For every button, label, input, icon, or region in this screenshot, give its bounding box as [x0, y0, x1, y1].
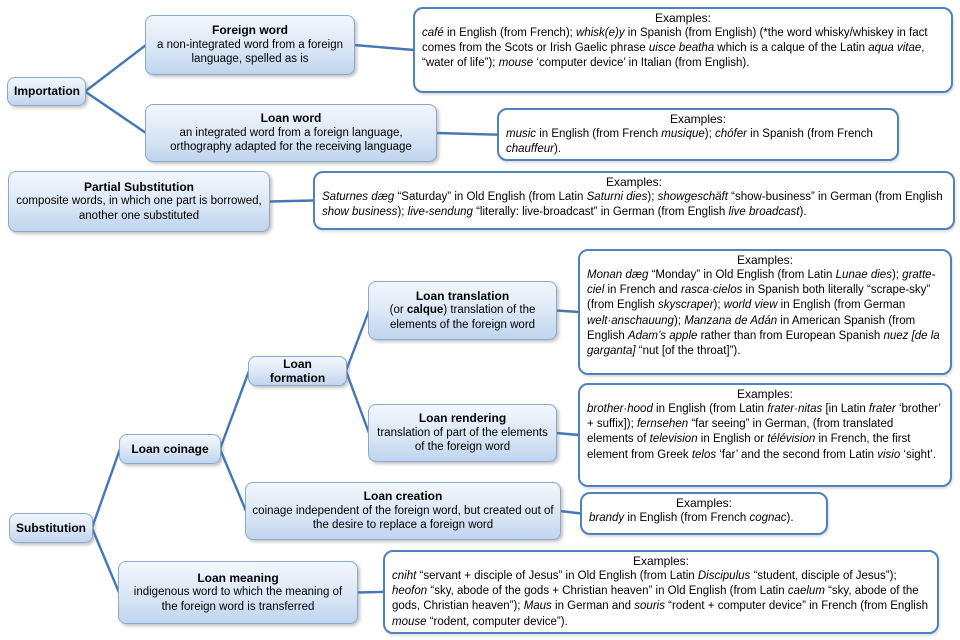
examples-body: brandy in English (from French cognac). — [589, 512, 794, 524]
examples-box-loan-meaning: Examples: cniht “servant + disciple of J… — [383, 550, 939, 634]
examples-label: Examples: — [669, 112, 727, 126]
examples-body: café in English (from French); whisk(e)y… — [422, 27, 928, 70]
node-title: Loan formation — [269, 356, 326, 385]
examples-box-loan-creation: Examples: brandy in English (from French… — [580, 492, 828, 535]
node-partial-substitution: Partial Substitution composite words, in… — [8, 171, 270, 232]
node-title: Loan word — [260, 111, 322, 126]
node-desc: indigenous word to which the meaning of … — [133, 586, 343, 613]
examples-label: Examples: — [632, 554, 690, 568]
node-desc: an integrated word from a foreign langua… — [170, 126, 412, 154]
examples-body: Monan dæg “Monday” in Old English (from … — [587, 269, 940, 357]
examples-label: Examples: — [605, 175, 663, 189]
examples-label: Examples: — [736, 387, 794, 401]
node-loan-meaning: Loan meaning indigenous word to which th… — [118, 561, 358, 624]
examples-box-loan-rendering: Examples: brother·hood in English (from … — [578, 383, 952, 487]
node-title: Loan creation — [363, 489, 443, 504]
node-title: Loan coinage — [131, 441, 209, 456]
node-title: Loan rendering — [418, 411, 507, 426]
node-loan-coinage: Loan coinage — [119, 434, 221, 464]
node-importation: Importation — [7, 77, 86, 106]
node-loan-rendering: Loan rendering translation of part of th… — [368, 404, 557, 462]
examples-label: Examples: — [675, 496, 733, 510]
examples-box-loan-translation: Examples: Monan dæg “Monday” in Old Engl… — [578, 249, 952, 375]
node-desc: composite words, in which one part is bo… — [16, 195, 262, 222]
node-foreign-word: Foreign word a non-integrated word from … — [145, 15, 355, 75]
node-desc: (or calque) translation of the elements … — [389, 304, 536, 331]
examples-box-partial-substitution: Examples: Saturnes dæg “Saturday” in Old… — [313, 171, 955, 230]
node-desc: coinage independent of the foreign word,… — [252, 504, 554, 532]
examples-label: Examples: — [736, 253, 794, 267]
node-title: Partial Substitution — [83, 179, 194, 194]
node-title: Importation — [14, 84, 80, 99]
node-loan-word: Loan word an integrated word from a fore… — [145, 104, 437, 162]
node-title: Substitution — [16, 520, 86, 535]
node-desc: a non-integrated word from a foreign lan… — [156, 38, 344, 66]
examples-body: music in English (from French musique); … — [506, 128, 873, 156]
node-title: Loan translation — [415, 288, 510, 303]
examples-body: Saturnes dæg “Saturday” in Old English (… — [322, 191, 943, 219]
examples-label: Examples: — [654, 11, 712, 25]
examples-box-foreign-word: Examples: café in English (from French);… — [413, 7, 953, 93]
node-title: Foreign word — [212, 23, 288, 38]
node-substitution: Substitution — [9, 513, 93, 543]
node-loan-creation: Loan creation coinage independent of the… — [245, 482, 561, 540]
node-desc: translation of part of the elements of t… — [377, 426, 548, 454]
node-title: Loan meaning — [197, 570, 279, 585]
examples-body: brother·hood in English (from Latin frat… — [587, 403, 941, 461]
examples-body: cniht “servant + disciple of Jesus” in O… — [392, 570, 928, 628]
node-loan-formation: Loan formation — [248, 356, 347, 386]
node-loan-translation: Loan translation (or calque) translation… — [368, 281, 557, 340]
examples-box-loan-word: Examples: music in English (from French … — [497, 108, 899, 162]
